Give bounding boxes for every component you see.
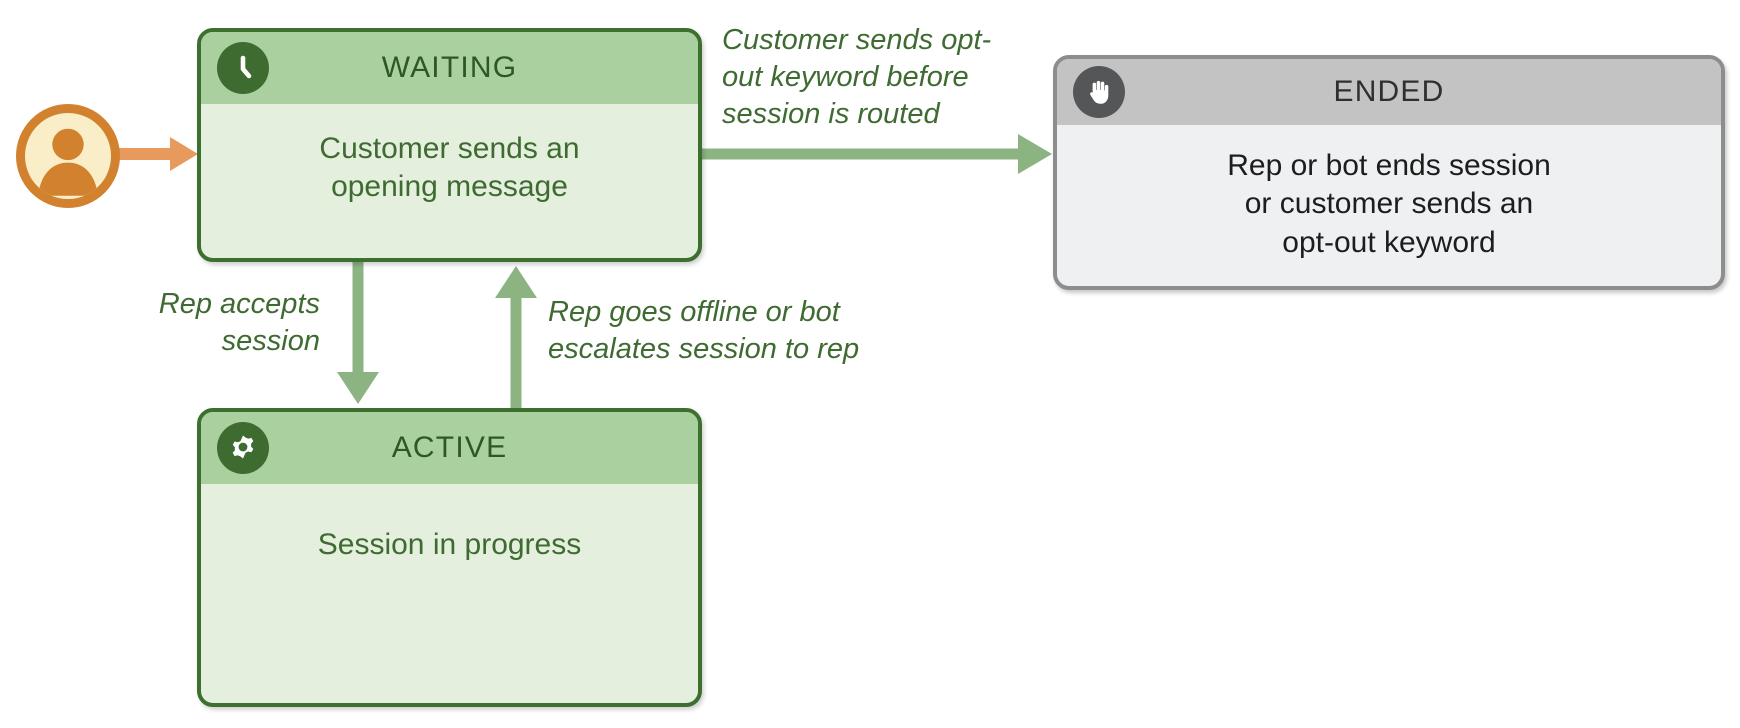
edge-label-active-to-waiting: Rep goes offline or bot escalates sessio…: [548, 296, 860, 366]
state-box-ended[interactable]: ENDED Rep or bot ends session or custome…: [1053, 55, 1725, 290]
edge-label-waiting-to-active: Rep accepts session: [158, 288, 320, 358]
state-body-waiting: Customer sends an opening message: [201, 104, 698, 258]
state-header-waiting: WAITING: [201, 32, 698, 104]
state-description-active: Session in progress: [317, 528, 582, 561]
state-box-waiting[interactable]: WAITING Customer sends an opening messag…: [197, 28, 702, 262]
clock-icon: [217, 42, 269, 94]
gear-icon: [217, 422, 269, 474]
state-description-waiting: Customer sends an opening message: [319, 132, 580, 204]
arrow-active-to-waiting: [495, 266, 537, 408]
customer-avatar: [16, 104, 120, 208]
arrow-customer-to-waiting: [118, 137, 198, 171]
arrow-waiting-to-active: [337, 262, 379, 404]
state-box-active[interactable]: ACTIVE Session in progress: [197, 408, 702, 707]
state-title-ended: ENDED: [1333, 75, 1445, 108]
arrow-waiting-to-ended: [702, 134, 1052, 174]
state-title-waiting: WAITING: [381, 51, 518, 84]
state-description-ended: Rep or bot ends session or customer send…: [1227, 149, 1551, 259]
state-header-ended: ENDED: [1057, 59, 1721, 125]
edge-label-waiting-to-ended: Customer sends opt- out keyword before s…: [722, 24, 992, 131]
state-body-ended: Rep or bot ends session or customer send…: [1057, 125, 1721, 286]
hand-stop-icon: [1073, 66, 1125, 118]
state-header-active: ACTIVE: [201, 412, 698, 484]
state-title-active: ACTIVE: [391, 431, 508, 464]
state-body-active: Session in progress: [201, 484, 698, 703]
person-icon: [38, 128, 98, 196]
